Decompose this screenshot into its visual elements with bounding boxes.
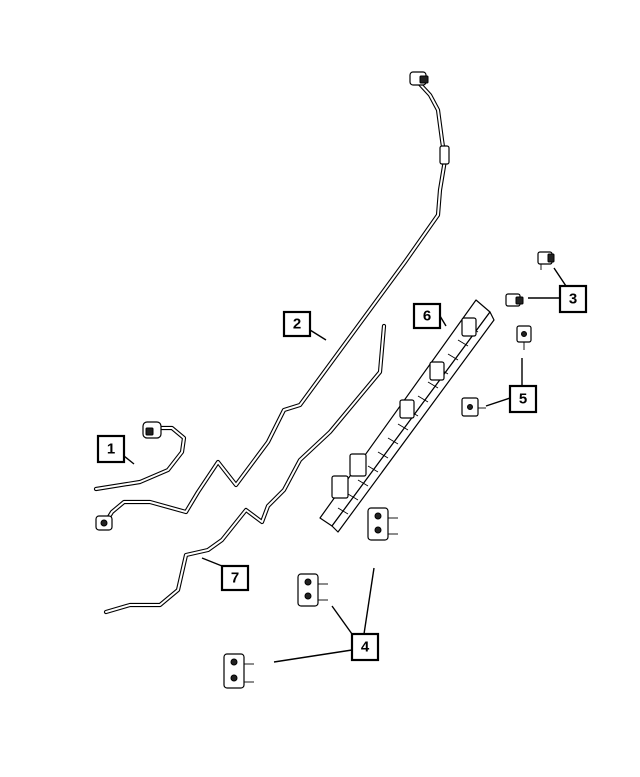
callout-5: 5: [508, 384, 538, 414]
routing-bracket-icon: [319, 299, 495, 533]
quick-connect-fitting-icon: [95, 515, 113, 531]
fuel-line-tube-icon: [101, 79, 448, 528]
retainer-clip-icon: [223, 653, 254, 689]
callout-label: 1: [107, 441, 115, 458]
callout-4: 4: [350, 632, 380, 662]
fuel-line-tube-icon: [103, 323, 387, 615]
retainer-clip-icon: [367, 507, 398, 541]
callout-7: 7: [220, 564, 250, 592]
callout-label: 5: [519, 391, 527, 408]
callout-label: 2: [293, 316, 301, 333]
retainer-clip-icon: [297, 573, 328, 607]
callout-label: 3: [569, 291, 577, 308]
callout-label: 7: [231, 570, 239, 587]
retainer-clip-icon: [505, 293, 524, 307]
callout-label: 6: [423, 308, 431, 325]
retainer-clip-icon: [537, 251, 555, 270]
retainer-clip-icon: [461, 397, 486, 417]
leader-lines: [123, 267, 567, 663]
callout-label: 4: [361, 639, 370, 656]
callout-1: 1: [96, 434, 126, 464]
callout-6: 6: [412, 302, 442, 330]
callout-3: 3: [558, 284, 588, 314]
callout-2: 2: [282, 310, 312, 338]
quick-connect-fitting-icon: [409, 71, 450, 165]
fuel-line-tube-icon: [93, 425, 187, 492]
quick-connect-fitting-icon: [142, 421, 162, 439]
retainer-clip-icon: [516, 325, 532, 350]
